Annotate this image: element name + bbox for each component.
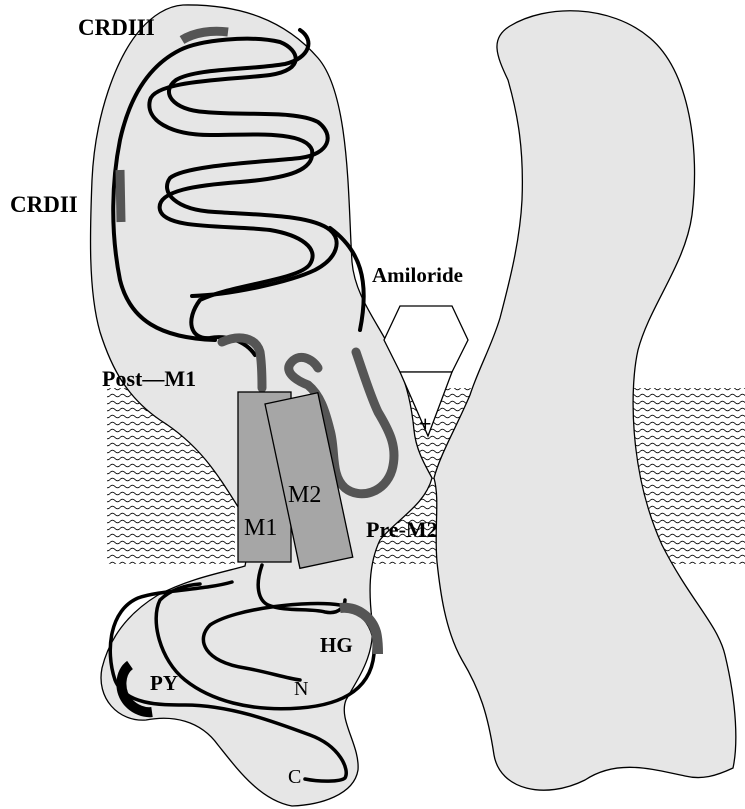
- m2-label: M2: [288, 482, 321, 508]
- c-terminus-label: C: [288, 766, 301, 788]
- py-label: PY: [150, 671, 178, 695]
- hg-label: HG: [320, 633, 353, 657]
- pre-m2-label: Pre-M2: [366, 517, 438, 542]
- crd-ii-segment: [120, 170, 121, 222]
- crd-iii-label: CRDIII: [78, 15, 155, 40]
- m1-label: M1: [244, 515, 277, 541]
- plus-charge-label: +: [419, 411, 432, 436]
- crd-ii-label: CRDII: [10, 192, 78, 217]
- amiloride-label: Amiloride: [372, 263, 463, 287]
- amiloride-ring: [384, 306, 468, 372]
- post-m1-label: Post—M1: [102, 366, 196, 391]
- n-terminus-label: N: [294, 678, 308, 700]
